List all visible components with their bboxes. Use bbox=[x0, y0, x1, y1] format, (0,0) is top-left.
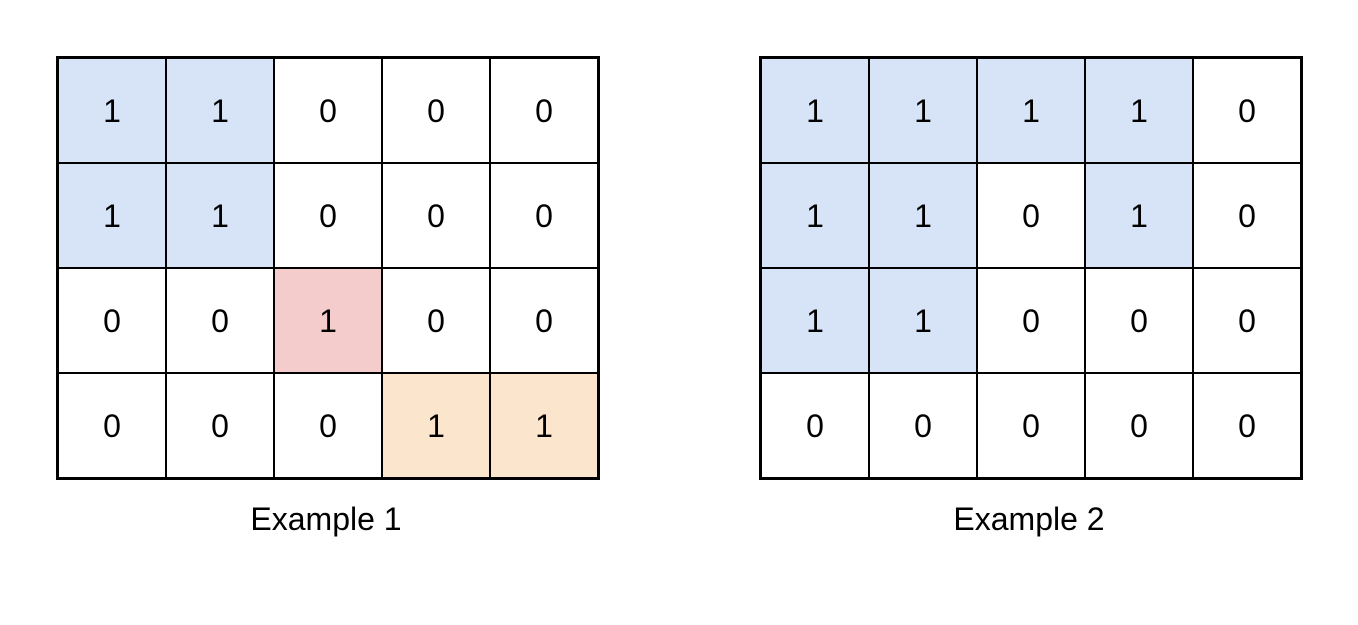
grid-cell: 0 bbox=[56, 267, 167, 374]
grid-cell: 0 bbox=[489, 267, 600, 374]
grid-cell: 0 bbox=[759, 372, 870, 480]
grid-cell: 0 bbox=[273, 162, 383, 269]
grid-cell: 0 bbox=[976, 372, 1086, 480]
example-2-caption: Example 2 bbox=[953, 501, 1105, 537]
grid-cell: 1 bbox=[489, 372, 600, 480]
grid-cell: 0 bbox=[976, 267, 1086, 374]
grid-cell: 1 bbox=[868, 162, 978, 269]
grid-cell: 1 bbox=[1084, 162, 1194, 269]
grid-cell: 1 bbox=[759, 162, 870, 269]
grid-cell: 1 bbox=[759, 267, 870, 374]
grid-cell: 0 bbox=[381, 56, 491, 164]
grid-cell: 0 bbox=[381, 162, 491, 269]
grid-cell: 0 bbox=[1084, 267, 1194, 374]
grid-cell: 1 bbox=[868, 56, 978, 164]
grid-cell: 1 bbox=[56, 56, 167, 164]
grid-cell: 1 bbox=[759, 56, 870, 164]
grid-cell: 0 bbox=[1084, 372, 1194, 480]
grid-cell: 1 bbox=[165, 162, 275, 269]
grid-cell: 1 bbox=[976, 56, 1086, 164]
grid-cell: 0 bbox=[165, 372, 275, 480]
grid-cell: 1 bbox=[165, 56, 275, 164]
grid-cell: 0 bbox=[489, 162, 600, 269]
grid-cell: 1 bbox=[273, 267, 383, 374]
grid-cell: 0 bbox=[1192, 56, 1303, 164]
grid-cell: 0 bbox=[165, 267, 275, 374]
grid-cell: 0 bbox=[56, 372, 167, 480]
grid-cell: 0 bbox=[273, 372, 383, 480]
grid-cell: 0 bbox=[381, 267, 491, 374]
grid-cell: 0 bbox=[1192, 162, 1303, 269]
grid-cell: 0 bbox=[273, 56, 383, 164]
grid-cell: 0 bbox=[489, 56, 600, 164]
grid-cell: 0 bbox=[1192, 267, 1303, 374]
grid-cell: 0 bbox=[976, 162, 1086, 269]
grid-cell: 0 bbox=[1192, 372, 1303, 480]
grid-cell: 1 bbox=[56, 162, 167, 269]
grid-cell: 1 bbox=[381, 372, 491, 480]
grid-cell: 0 bbox=[868, 372, 978, 480]
example-1-caption: Example 1 bbox=[250, 501, 402, 537]
grid-cell: 1 bbox=[868, 267, 978, 374]
grid-cell: 1 bbox=[1084, 56, 1194, 164]
